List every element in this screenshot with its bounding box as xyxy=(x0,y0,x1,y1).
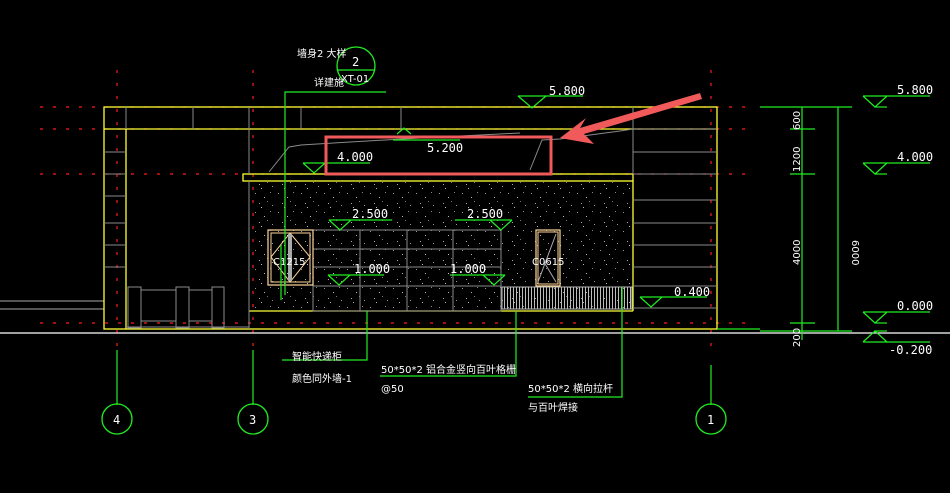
elevation-5200: 5.200 xyxy=(427,141,463,155)
leader-lines xyxy=(116,91,712,405)
dimension-lines xyxy=(717,106,852,340)
dim-600: 600 xyxy=(792,111,803,130)
elevation-1000-left: 1.000 xyxy=(354,262,390,276)
level-0000-right: 0.000 xyxy=(897,299,933,313)
dim-6000: 6000 xyxy=(849,240,860,265)
aluminum-louver xyxy=(501,286,633,310)
elevation-2500-right: 2.500 xyxy=(467,207,503,221)
elevation-1000-right: 1.000 xyxy=(450,262,486,276)
note-vertical-louver: 50*50*2 铝合金竖向百叶格栅 xyxy=(381,363,516,376)
level-4000-right: 4.000 xyxy=(897,150,933,164)
window-c0615: C0615 xyxy=(532,229,564,287)
detail-lines xyxy=(104,107,717,329)
elevation-2500-left: 2.500 xyxy=(352,207,388,221)
callout-sheet: XT-01 xyxy=(341,74,369,85)
window-label-c1215: C1215 xyxy=(273,257,305,268)
callout-label-line1: 墙身2 大样 xyxy=(297,47,347,60)
dim-200: 200 xyxy=(792,328,803,347)
axis-label-3: 3 xyxy=(249,413,256,427)
level-5800-right: 5.800 xyxy=(897,83,933,97)
note-express-locker: 智能快递柜 xyxy=(292,350,342,363)
axis-bubbles xyxy=(101,46,727,435)
window-c1215: C1215 xyxy=(267,229,314,286)
dim-4000: 4000 xyxy=(792,240,803,265)
elevation-0400: 0.400 xyxy=(674,285,710,299)
highlight-annotation xyxy=(324,93,702,176)
axis-label-1: 1 xyxy=(707,413,714,427)
callout-label-line2: 详建施 xyxy=(314,76,344,89)
note-spacing-50: @50 xyxy=(381,384,404,395)
dim-1200: 1200 xyxy=(792,147,803,172)
window-label-c0615: C0615 xyxy=(532,257,564,268)
elevation-markers xyxy=(302,95,930,343)
note-color-same-as-wall: 颜色同外墙-1 xyxy=(292,372,352,385)
elevation-4000: 4.000 xyxy=(337,150,373,164)
axis-label-4: 4 xyxy=(113,413,120,427)
elevation-5800: 5.800 xyxy=(549,84,585,98)
note-welded-to-louver: 与百叶焊接 xyxy=(528,401,578,414)
level-minus-0200-right: -0.200 xyxy=(889,343,932,357)
note-horizontal-tie-rod: 50*50*2 横向拉杆 xyxy=(528,382,613,395)
callout-detail-2: 墙身2 大样 详建施 2 XT-01 xyxy=(297,47,369,89)
callout-number: 2 xyxy=(352,55,359,69)
